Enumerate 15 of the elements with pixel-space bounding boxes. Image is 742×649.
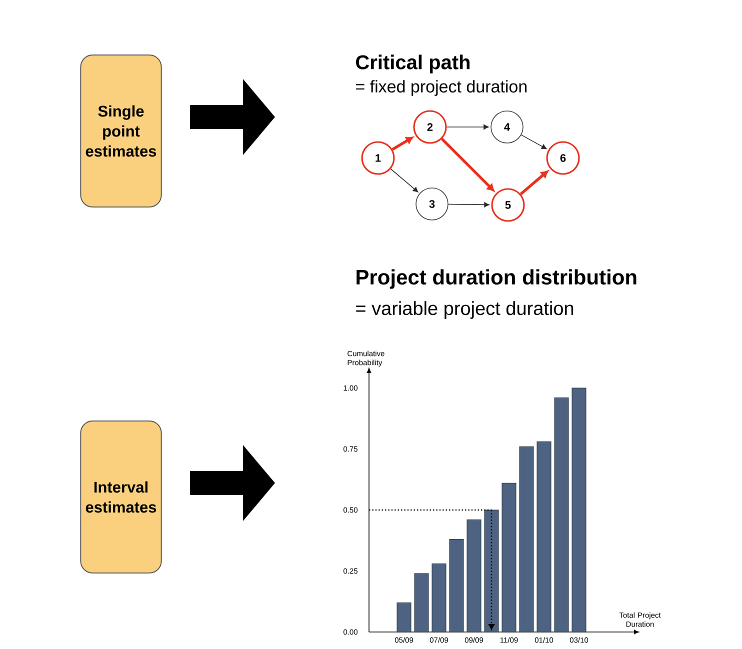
block-arrow	[190, 445, 275, 521]
arrow	[448, 202, 490, 208]
section-heading: Project duration distribution	[356, 269, 636, 289]
block-arrow	[190, 79, 275, 155]
estimate-box: Interval estimates	[80, 420, 162, 574]
section-heading: Critical path	[356, 54, 470, 74]
arrow	[390, 168, 418, 192]
arrow	[520, 170, 548, 196]
subheading: = variable project duration	[356, 301, 574, 319]
arrow	[392, 136, 414, 151]
estimate-box: Single point estimates	[80, 54, 162, 208]
arrow	[520, 134, 547, 150]
arrow	[446, 124, 489, 130]
arrow	[440, 138, 494, 192]
subheading: = fixed project duration	[356, 80, 527, 96]
